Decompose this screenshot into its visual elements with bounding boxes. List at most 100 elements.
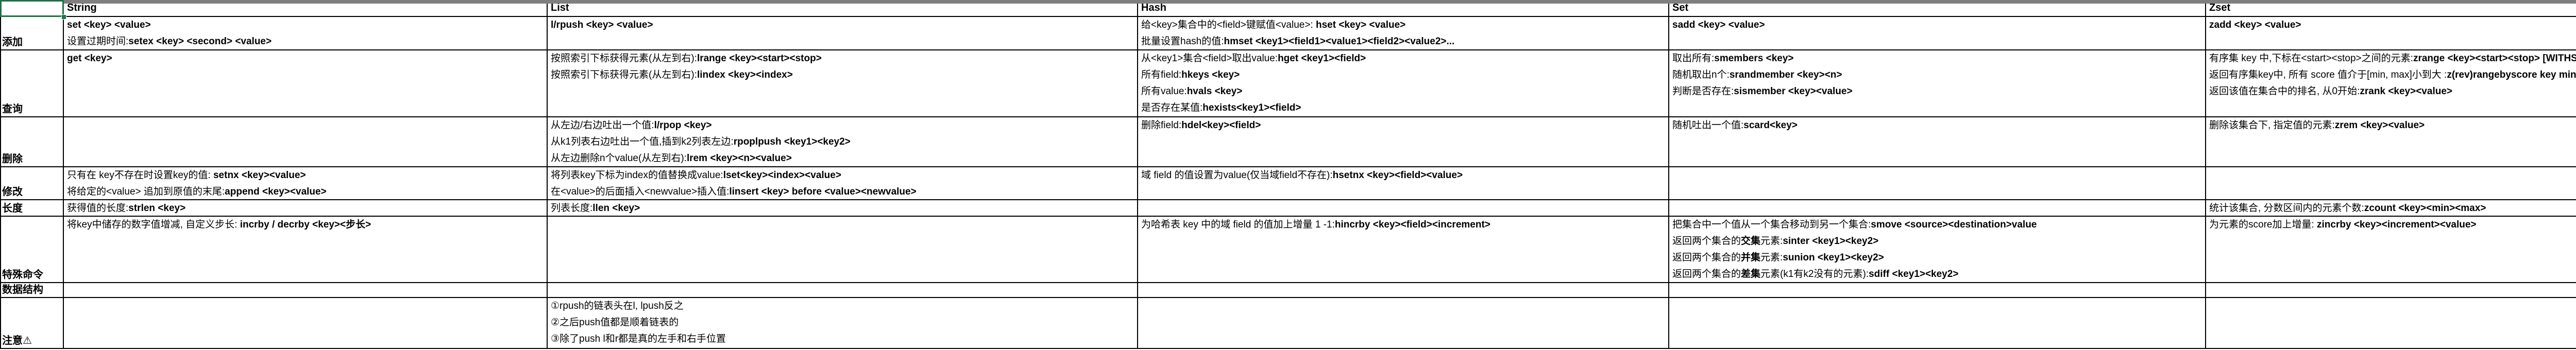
cell-hash-delete[interactable]: 删除field:hdel<key><field> <box>1138 117 1669 167</box>
cell-line: 把集合中一个值从一个集合移动到另一个集合:smove <source><dest… <box>1672 217 2202 233</box>
cell-zset-query[interactable]: 有序集 key 中,下标在<start><stop>之间的元素:zrange <… <box>2206 50 2576 117</box>
cell-set-data-structure[interactable] <box>1669 283 2206 298</box>
cell-string-modify[interactable]: 只有在 key不存在时设置key的值: setnx <key><value> 将给… <box>64 167 548 200</box>
command-text: srandmember <key><n> <box>1729 69 1842 80</box>
cell-hash-length[interactable] <box>1138 200 1669 217</box>
row-label-note[interactable]: 注意 ⚠ <box>0 298 64 349</box>
command-text: smove <source><destination>value <box>1871 219 2037 230</box>
cell-list-add[interactable]: l/rpush <key> <value> <box>548 17 1138 50</box>
command-text: zadd <key> <value> <box>2209 20 2301 30</box>
command-text: z(rev)rangebyscore key min max [withscor… <box>2447 69 2576 80</box>
command-text: 交集 <box>1741 236 1761 247</box>
cell-hash-special-command[interactable]: 为哈希表 key 中的域 field 的值加上增量 1 -1:hincrby <… <box>1138 217 1669 283</box>
cell-set-add[interactable]: sadd <key> <value> <box>1669 17 2206 50</box>
cell-line: 随机取出n个:srandmember <key><n> <box>1672 67 2202 83</box>
cell-zset-note[interactable] <box>2206 298 2576 349</box>
row-label-text: 数据结构 <box>2 284 43 295</box>
cell-zset-add[interactable]: zadd <key> <value> <box>2206 17 2576 50</box>
row-label-query[interactable]: 查询 <box>0 50 64 117</box>
command-text: get <key> <box>67 53 112 64</box>
row-label-special-command[interactable]: 特殊命令 <box>0 217 64 283</box>
cell-set-note[interactable] <box>1669 298 2206 349</box>
command-text: smembers <key> <box>1714 53 1794 64</box>
cell-list-special-command[interactable] <box>548 217 1138 283</box>
cell-set-modify[interactable] <box>1669 167 2206 200</box>
cell-string-length[interactable]: 获得值的长度:strlen <key> <box>64 200 548 217</box>
row-label-data-structure[interactable]: 数据结构 <box>0 283 64 298</box>
row-label-text: 修改 <box>2 186 23 198</box>
row-label-text: 添加 <box>2 37 23 48</box>
cell-line: 域 field 的值设置为value(仅当域field不存在):hsetnx <… <box>1141 167 1665 184</box>
cell-hash-modify[interactable]: 域 field 的值设置为value(仅当域field不存在):hsetnx <… <box>1138 167 1669 200</box>
cell-set-query[interactable]: 取出所有:smembers <key>随机取出n个:srandmember <k… <box>1669 50 2206 117</box>
cell-list-delete[interactable]: 从左边/右边吐出一个值:l/rpop <key> 从k1列表右边吐出一个值,插到k… <box>548 117 1138 167</box>
cell-hash-add[interactable]: 给<key>集合中的<field>键赋值<value>: hset <key> … <box>1138 17 1669 50</box>
description-text: 为哈希表 key 中的域 field 的值加上增量 1 -1: <box>1141 219 1335 230</box>
cell-line: 删除该集合下, 指定值的元素:zrem <key><value> <box>2209 117 2576 134</box>
cell-list-query[interactable]: 按照索引下标获得元素(从左到右):lrange <key><start><sto… <box>548 50 1138 117</box>
cell-zset-data-structure[interactable] <box>2206 283 2576 298</box>
cell-line: get <key> <box>67 50 544 67</box>
row-label-add[interactable]: 添加 <box>0 17 64 50</box>
cell-line: 取出所有:smembers <key> <box>1672 50 2202 67</box>
cell-list-length[interactable]: 列表长度:llen <key> <box>548 200 1138 217</box>
cell-string-add[interactable]: set <key> <value>设置过期时间:setex <key> <sec… <box>64 17 548 50</box>
description-text: 只有在 key不存在时设置key的值: <box>67 170 213 181</box>
description-text: 是否存在某值: <box>1141 102 1203 113</box>
command-text: hvals <key> <box>1187 86 1243 97</box>
cell-string-special-command[interactable]: 将key中储存的数字值增减, 自定义步长: incrby / decrby <k… <box>64 217 548 283</box>
description-text: 返回两个集合的 <box>1672 236 1741 247</box>
cell-zset-delete[interactable]: 删除该集合下, 指定值的元素:zrem <key><value> <box>2206 117 2576 167</box>
description-text: 给<key>集合中的<field>键赋值<value>: <box>1141 20 1316 30</box>
description-text: ②之后push值都是顺着链表的 <box>551 317 679 328</box>
cell-string-delete[interactable] <box>64 117 548 167</box>
command-text: setnx <key><value> <box>213 170 306 181</box>
cell-zset-length[interactable]: 统计该集合, 分数区间内的元素个数:zcount <key><min><max> <box>2206 200 2576 217</box>
description-text: 统计该集合, 分数区间内的元素个数: <box>2209 203 2364 214</box>
description-text: 元素: <box>1760 236 1783 247</box>
cell-string-note[interactable] <box>64 298 548 349</box>
description-text: 获得值的长度: <box>67 203 129 214</box>
cell-hash-data-structure[interactable] <box>1138 283 1669 298</box>
selection-fill-handle-icon[interactable] <box>61 14 66 20</box>
cell-set-length[interactable] <box>1669 200 2206 217</box>
description-text: 返回该值在集合中的排名, 从0开始: <box>2209 86 2360 97</box>
cell-line: 返回两个集合的交集元素:sinter <key1><key2> <box>1672 233 2202 250</box>
command-text: sdiff <key1><key2> <box>1869 269 1959 279</box>
description-text: 取出所有: <box>1672 53 1715 64</box>
cell-line: 为哈希表 key 中的域 field 的值加上增量 1 -1:hincrby <… <box>1141 217 1665 233</box>
command-text: zincrby <key><increment><value> <box>2317 219 2477 230</box>
row-label-length[interactable]: 长度 <box>0 200 64 217</box>
description-text: 从k1列表右边吐出一个值,插到k2列表左边: <box>551 136 734 147</box>
row-label-modify[interactable]: 修改 <box>0 167 64 200</box>
cell-string-query[interactable]: get <key> <box>64 50 548 117</box>
column-header-label: Zset <box>2209 2 2231 13</box>
cell-hash-note[interactable] <box>1138 298 1669 349</box>
row-label-text: 长度 <box>2 203 23 214</box>
cell-hash-query[interactable]: 从<key1>集合<field>取出value:hget <key1><fiel… <box>1138 50 1669 117</box>
cell-line: ③除了push l和r都是真的左手和右手位置 <box>551 331 1134 347</box>
cell-set-special-command[interactable]: 把集合中一个值从一个集合移动到另一个集合:smove <source><dest… <box>1669 217 2206 283</box>
selected-cell-a1[interactable] <box>0 0 64 17</box>
cell-string-data-structure[interactable] <box>64 283 548 298</box>
row-label-delete[interactable]: 删除 <box>0 117 64 167</box>
cell-line: 所有value:hvals <key> <box>1141 83 1665 100</box>
command-text: hset <key> <value> <box>1315 20 1406 30</box>
cell-set-delete[interactable]: 随机吐出一个值:scard<key> <box>1669 117 2206 167</box>
cell-zset-modify[interactable] <box>2206 167 2576 200</box>
description-text: 设置过期时间: <box>67 36 129 47</box>
command-text: zrem <key><value> <box>2334 120 2425 131</box>
cell-list-modify[interactable]: 将列表key下标为index的值替换成value:lset<key><index… <box>548 167 1138 200</box>
command-text: append <key><value> <box>225 186 327 197</box>
cell-line: 按照索引下标获得元素(从左到右):lindex <key><index> <box>551 67 1134 83</box>
command-text: lindex <key><index> <box>697 69 793 80</box>
cell-line: 从左边/右边吐出一个值:l/rpop <key> <box>551 117 1134 134</box>
cell-zset-special-command[interactable]: 为元素的score加上增量: zincrby <key><increment><… <box>2206 217 2576 283</box>
description-text: 将key中储存的数字值增减, 自定义步长: <box>67 219 240 230</box>
description-text: 返回两个集合的 <box>1672 269 1741 279</box>
cell-line: 在<value>的后面插入<newvalue>插入值:linsert <key>… <box>551 184 1134 199</box>
row-label-text: 特殊命令 <box>2 269 43 281</box>
description-text: 将给定的<value> 追加到原值的末尾: <box>67 186 225 197</box>
cell-list-data-structure[interactable] <box>548 283 1138 298</box>
